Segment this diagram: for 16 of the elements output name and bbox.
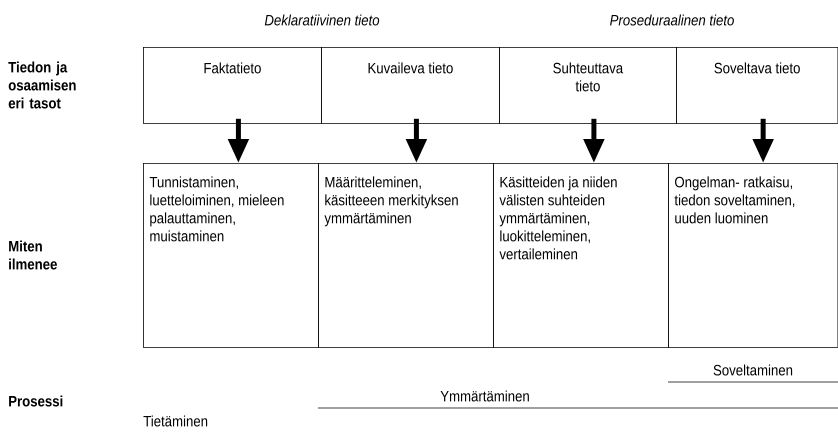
level-box: Soveltava tieto [676,47,838,124]
level-box: Kuvaileva tieto [321,47,500,124]
description-box: Käsitteiden ja niiden välisten suhteiden ymmärtäminen, luokitteleminen, vertaileminen [493,162,669,348]
row-heading: Tiedon ja osaamisen eri tasot [8,61,76,108]
description-box: Ongelman- ratkaisu, tiedon soveltaminen, uuden luominen [668,162,838,348]
description-box: Tunnistaminen, luetteloiminen, mieleen palauttaminen, muistaminen [143,162,319,348]
row-heading: Prosessi [9,395,62,406]
level-box: Faktatieto [143,47,322,124]
description-box: Määritteleminen, käsitteeen merkityksen ymmärtäminen [318,162,494,348]
process-label: Soveltaminen [714,364,792,376]
process-label: Ymmärtäminen [440,390,529,402]
group-heading: Proseduraalinen tieto [610,14,734,26]
group-heading: Deklaratiivinen tieto [264,14,380,26]
process-label: Tietäminen [144,415,208,426]
row-heading: Miten ilmenee [9,240,57,270]
level-box: Suhteuttava tieto [499,47,677,124]
